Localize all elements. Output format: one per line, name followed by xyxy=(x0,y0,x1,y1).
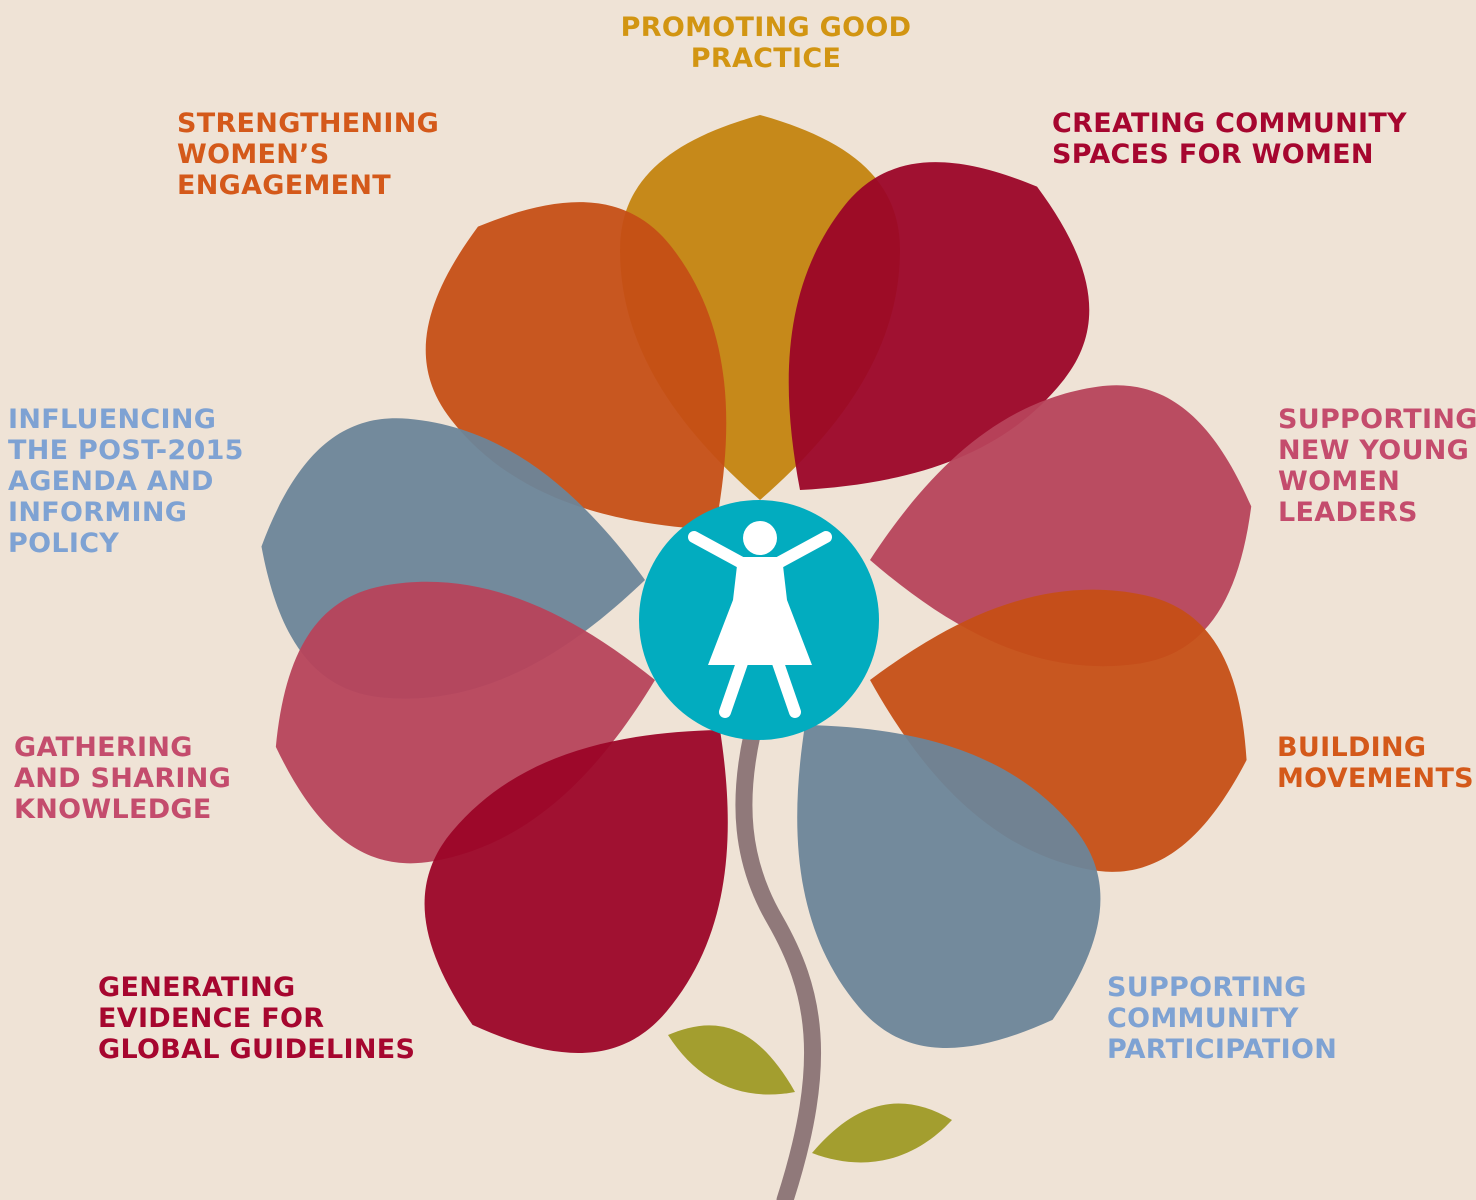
leaf-left xyxy=(668,1025,795,1095)
woman-figure-icon xyxy=(688,521,832,718)
label-creating-community-spaces: CREATING COMMUNITY SPACES FOR WOMEN xyxy=(1052,108,1407,170)
label-gathering-knowledge: GATHERING AND SHARING KNOWLEDGE xyxy=(14,732,232,825)
label-supporting-young-leaders: SUPPORTING NEW YOUNG WOMEN LEADERS xyxy=(1278,404,1476,528)
label-promoting-good-practice: PROMOTING GOOD PRACTICE xyxy=(620,12,912,74)
label-community-participation: SUPPORTING COMMUNITY PARTICIPATION xyxy=(1107,972,1338,1065)
label-generating-evidence: GENERATING EVIDENCE FOR GLOBAL GUIDELINE… xyxy=(98,972,416,1065)
stem xyxy=(735,726,822,1200)
label-building-movements: BUILDING MOVEMENTS xyxy=(1277,732,1474,794)
label-strengthening-womens-engagement: STRENGTHENING WOMEN’S ENGAGEMENT xyxy=(177,108,440,201)
leaf-right xyxy=(812,1103,952,1163)
label-influencing-policy: INFLUENCING THE POST-2015 AGENDA AND INF… xyxy=(8,404,244,559)
